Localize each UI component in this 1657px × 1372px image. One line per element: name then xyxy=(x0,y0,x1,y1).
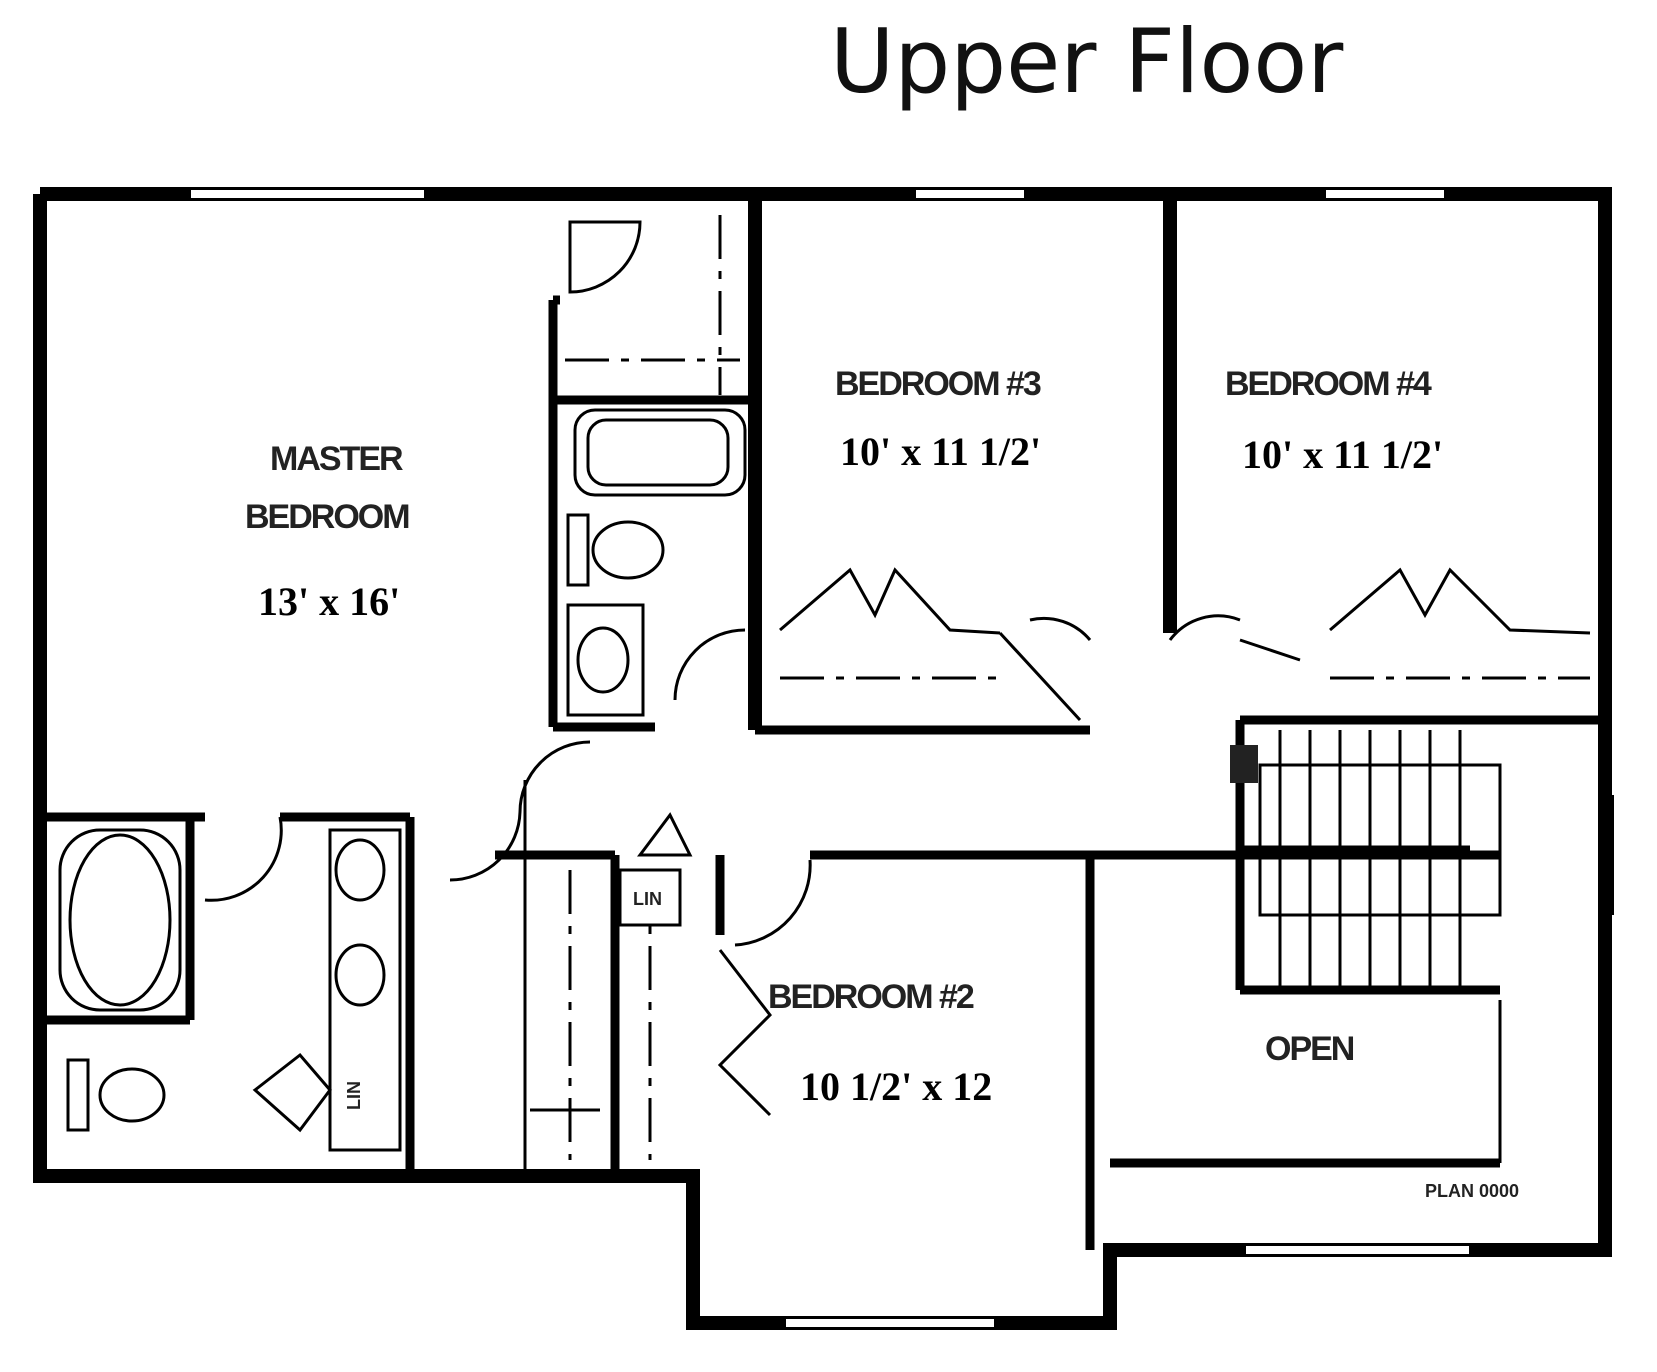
linen-label-1: LIN xyxy=(633,889,662,909)
linen-closet xyxy=(618,868,682,927)
linen-label-2: LIN xyxy=(344,1081,364,1110)
bedroom2-label: BEDROOM #2 xyxy=(768,978,974,1016)
bedroom2-dimensions: 10 1/2' x 12 xyxy=(800,1064,992,1109)
toilet-tank xyxy=(566,513,590,587)
master-dimensions: 13' x 16' xyxy=(258,579,400,624)
bedroom4-dimensions: 10' x 11 1/2' xyxy=(1242,432,1443,477)
stair-post xyxy=(1230,745,1258,783)
closet-rods xyxy=(530,215,1590,1160)
master-label-line2: BEDROOM xyxy=(245,498,409,536)
closet-doors xyxy=(717,567,1591,1117)
bathroom-fixtures xyxy=(58,408,1258,1152)
room-labels: MASTER BEDROOM 13' x 16' BEDROOM #3 10' … xyxy=(245,365,1519,1201)
vanity-sink-1 xyxy=(334,838,386,902)
master-label-line1: MASTER xyxy=(270,440,403,478)
open-label: OPEN xyxy=(1265,1030,1354,1068)
sink xyxy=(576,626,630,694)
door-swings xyxy=(204,220,1241,947)
bedroom4-label: BEDROOM #4 xyxy=(1225,365,1432,403)
interior-walls xyxy=(40,194,1600,1250)
side-window xyxy=(1600,795,1614,915)
windows xyxy=(189,188,1614,1329)
toilet xyxy=(591,520,665,580)
master-toilet-tank xyxy=(66,1058,90,1132)
master-toilet xyxy=(98,1067,166,1123)
floor-title: Upper Floor xyxy=(830,10,1344,113)
bedroom3-label: BEDROOM #3 xyxy=(835,365,1041,403)
staircase xyxy=(1240,730,1502,990)
vanity-sink-2 xyxy=(334,943,386,1007)
bedroom3-dimensions: 10' x 11 1/2' xyxy=(840,429,1041,474)
plan-id: PLAN 0000 xyxy=(1425,1181,1519,1201)
exterior-walls xyxy=(33,187,1612,1330)
shower xyxy=(252,1052,332,1133)
